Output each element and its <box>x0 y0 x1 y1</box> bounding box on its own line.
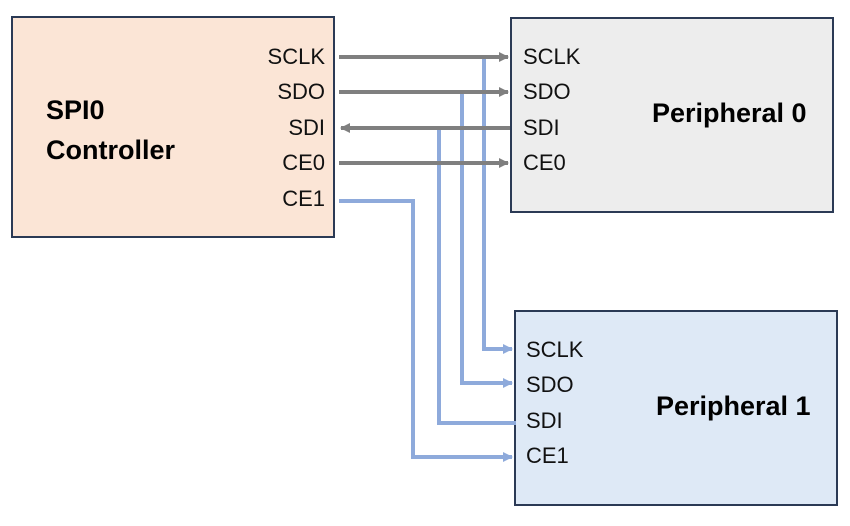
controller-title: SPI0 Controller <box>46 90 175 170</box>
controller-title-line2: Controller <box>46 135 176 165</box>
peripheral-0-pin-sdo: SDO <box>523 79 571 104</box>
peripheral-1-pin-sdo: SDO <box>526 372 574 397</box>
controller-pin-ce1: CE1 <box>282 186 325 211</box>
spi0-controller-block: SPI0 Controller <box>11 16 335 238</box>
controller-title-line1: SPI0 <box>46 95 105 125</box>
peripheral-0-pin-ce0: CE0 <box>523 150 566 175</box>
controller-pin-sdo: SDO <box>277 79 325 104</box>
peripheral-1-block: Peripheral 1 <box>514 310 838 506</box>
wire-ce1-to-peripheral-1 <box>339 199 513 462</box>
wire-sclk-to-peripheral-1 <box>482 57 513 354</box>
peripheral-1-pin-sdi: SDI <box>526 408 563 433</box>
controller-pin-sclk: SCLK <box>267 44 325 69</box>
peripheral-1-title: Peripheral 1 <box>656 391 811 421</box>
wire-sdo-to-peripheral-1 <box>460 92 513 388</box>
peripheral-1-pin-ce1: CE1 <box>526 443 569 468</box>
controller-pin-sdi: SDI <box>288 115 325 140</box>
peripheral-1-pin-sclk: SCLK <box>526 337 584 362</box>
peripheral-0-pin-sclk: SCLK <box>523 44 581 69</box>
peripheral-0-pin-sdi: SDI <box>523 115 560 140</box>
peripheral-0-block: Peripheral 0 <box>510 17 834 213</box>
peripheral-0-title: Peripheral 0 <box>652 98 807 128</box>
controller-pin-ce0: CE0 <box>282 150 325 175</box>
wire-sdi-from-peripheral-1 <box>437 128 516 425</box>
